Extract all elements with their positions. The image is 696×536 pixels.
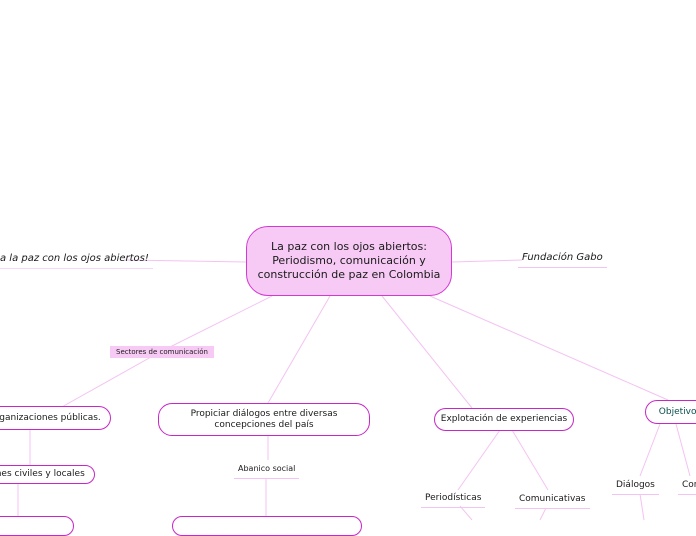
link-exploitation-communicative <box>511 429 549 491</box>
right-note[interactable]: Fundación Gabo <box>518 252 607 268</box>
link-central-dialog <box>267 295 331 404</box>
bottom-center-box[interactable] <box>172 516 362 536</box>
objectives-label: Objetivos <box>658 406 696 417</box>
sectors-tag-label: Sectores de comunicación <box>116 348 208 356</box>
exploitation-box[interactable]: Explotación de experiencias <box>434 408 574 431</box>
link-central-sectors <box>159 295 273 353</box>
link-central-right-note <box>451 259 523 263</box>
public-orgs-label: organizaciones públicas. <box>0 412 101 423</box>
civil-local-label: ones civiles y locales <box>0 469 85 479</box>
dialog-box[interactable]: Propiciar diálogos entre diversas concep… <box>158 403 370 436</box>
dialog-box-label: Propiciar diálogos entre diversas concep… <box>190 408 338 430</box>
link-sectors-public-orgs <box>59 351 161 409</box>
link-central-left-note <box>124 259 247 263</box>
communicative-node[interactable]: Comunicativas <box>515 493 590 509</box>
social-range-label: Abanico social <box>238 464 296 473</box>
dialogues-node[interactable]: Diálogos <box>612 479 659 495</box>
communicative-label: Comunicativas <box>519 494 586 504</box>
objectives-box[interactable]: Objetivos <box>645 400 696 424</box>
connector-lines <box>17 259 691 520</box>
central-topic-label: La paz con los ojos abiertos: Periodismo… <box>257 240 441 281</box>
civil-local-box[interactable]: ones civiles y locales <box>0 465 95 484</box>
dialogues-label: Diálogos <box>616 480 655 490</box>
sectors-tag[interactable]: Sectores de comunicación <box>110 346 214 358</box>
link-central-exploitation <box>381 295 473 409</box>
link-objectives-dialogues <box>639 423 661 477</box>
link-journalistic-down <box>459 505 473 520</box>
link-objectives-cor <box>675 423 691 477</box>
link-dialogues-down <box>639 493 645 520</box>
social-range[interactable]: Abanico social <box>234 463 300 479</box>
cor-node[interactable]: Cor <box>678 479 696 495</box>
journalistic-node[interactable]: Periodísticas <box>421 492 486 508</box>
link-exploitation-journalistic <box>457 429 501 491</box>
right-note-label: Fundación Gabo <box>522 252 603 263</box>
exploitation-label: Explotación de experiencias <box>440 414 568 424</box>
cor-label: Cor <box>682 480 696 490</box>
public-orgs-box[interactable]: organizaciones públicas. <box>0 406 111 430</box>
bottom-left-box[interactable] <box>0 516 74 536</box>
link-central-objectives <box>429 295 669 401</box>
journalistic-label: Periodísticas <box>425 493 482 503</box>
central-topic[interactable]: La paz con los ojos abiertos: Periodismo… <box>246 226 452 296</box>
left-note-label: a la paz con los ojos abiertos! <box>0 253 149 264</box>
link-communicative-down <box>539 507 547 520</box>
left-note[interactable]: a la paz con los ojos abiertos! <box>0 253 153 269</box>
